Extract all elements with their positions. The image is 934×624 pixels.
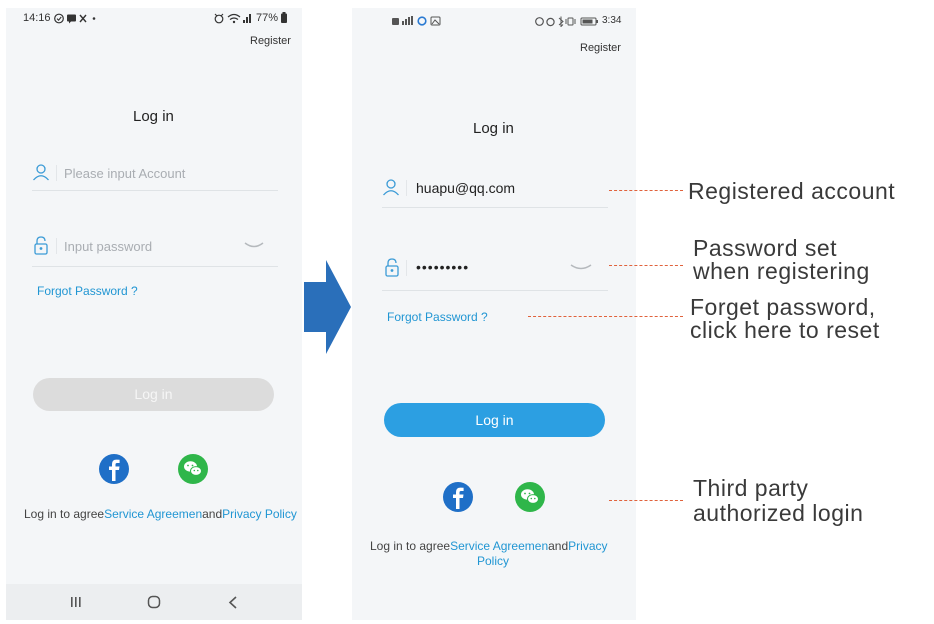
right-arrow-icon (304, 260, 351, 354)
account-input[interactable]: huapu@qq.com (416, 180, 516, 196)
back-icon[interactable] (228, 596, 238, 609)
status-right-icons (535, 16, 598, 27)
wechat-icon[interactable] (178, 454, 208, 484)
annotation-password-line2: when registering (693, 258, 870, 284)
field-divider (56, 238, 57, 254)
page-title: Log in (473, 120, 514, 137)
account-underline (382, 207, 608, 208)
battery-percent: 77% (256, 12, 279, 24)
eye-closed-icon[interactable] (244, 241, 264, 249)
field-divider (406, 260, 407, 276)
annotation-third-line2: authorized login (693, 500, 864, 526)
facebook-icon[interactable] (443, 482, 473, 512)
agree-prefix: Log in to agree (24, 507, 105, 521)
battery-icon (281, 12, 287, 23)
password-input[interactable]: Input password (64, 239, 153, 254)
annotation-forget-line2: click here to reset (690, 317, 880, 343)
phone-screenshot-left: 14:16 77% Register Log in Please input A… (6, 8, 302, 620)
status-notification-icons (54, 13, 96, 24)
forgot-password-link[interactable]: Forgot Password ? (387, 310, 488, 324)
field-divider (56, 165, 57, 181)
page-title: Log in (133, 108, 174, 125)
annotation-registered-account: Registered account (688, 178, 896, 204)
agree-and: and (548, 539, 569, 553)
wechat-icon[interactable] (515, 482, 545, 512)
user-icon (383, 179, 399, 196)
annotation-line-password (609, 265, 683, 266)
privacy-policy-link[interactable]: Privacy Policy (222, 507, 297, 521)
eye-closed-icon[interactable] (570, 263, 592, 271)
login-button[interactable]: Log in (33, 378, 274, 411)
account-underline (32, 190, 278, 191)
user-icon (33, 164, 49, 181)
password-input[interactable]: ••••••••• (416, 259, 470, 275)
status-left-icons (392, 16, 441, 26)
forgot-password-link[interactable]: Forgot Password ? (37, 284, 138, 298)
status-time: 3:34 (602, 15, 622, 26)
account-input[interactable]: Please input Account (64, 166, 186, 181)
lock-icon (385, 258, 399, 277)
status-system-icons (214, 13, 251, 24)
agree-and: and (202, 507, 223, 521)
privacy-policy-link[interactable]: Privacy (568, 539, 608, 553)
login-button[interactable]: Log in (384, 403, 605, 437)
lock-icon (34, 236, 48, 255)
privacy-policy-link-line2[interactable]: Policy (477, 554, 509, 568)
annotation-forget-line1: Forget password, (690, 294, 876, 320)
annotation-third-line1: Third party (693, 475, 809, 501)
agreement-text: Log in to agreeService AgreemenandPrivac… (370, 539, 608, 553)
service-agreement-link[interactable]: Service Agreemen (450, 539, 549, 553)
status-time: 14:16 (23, 12, 51, 24)
annotation-line-forgot (528, 316, 683, 317)
password-underline (382, 290, 608, 291)
agree-prefix: Log in to agree (370, 539, 451, 553)
password-underline (32, 266, 278, 267)
phone-screenshot-right: 3:34 Register Log in huapu@qq.com ••••••… (352, 8, 636, 620)
facebook-icon[interactable] (99, 454, 129, 484)
home-icon[interactable] (147, 595, 161, 609)
privacy-policy-link-text[interactable]: Policy (477, 554, 510, 568)
register-link[interactable]: Register (580, 42, 621, 54)
recent-apps-icon[interactable] (70, 596, 82, 608)
annotation-line-account (609, 190, 683, 191)
annotation-line-third-party (609, 500, 683, 501)
annotation-password-line1: Password set (693, 235, 838, 261)
register-link[interactable]: Register (250, 35, 291, 47)
agreement-text: Log in to agreeService AgreemenandPrivac… (24, 507, 297, 521)
service-agreement-link[interactable]: Service Agreemen (104, 507, 203, 521)
android-nav-bar (6, 584, 302, 620)
field-divider (406, 180, 407, 196)
